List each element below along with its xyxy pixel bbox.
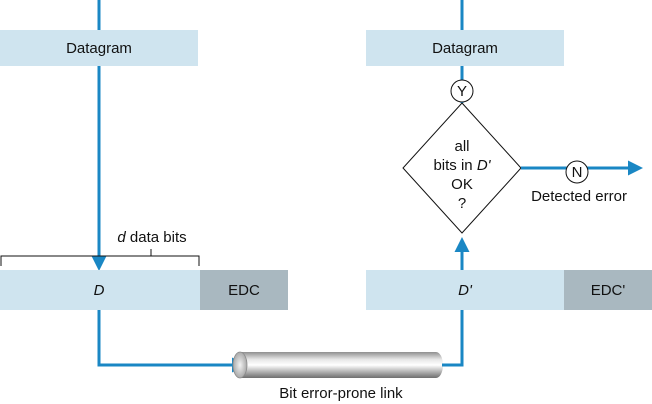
- receiver-edc-prime-label: EDC': [591, 282, 626, 299]
- receiver-datagram-label: Datagram: [432, 40, 498, 57]
- decision-line-2: bits in D': [433, 157, 491, 174]
- data-bits-label: d data bits: [117, 229, 186, 246]
- sender-d-box: D: [0, 270, 200, 310]
- receiver-d-prime-box: D': [366, 270, 564, 310]
- decision-line-4: ?: [458, 195, 466, 212]
- link-label: Bit error-prone link: [279, 385, 403, 402]
- data-bits-text: data bits: [126, 229, 187, 246]
- sender-datagram-box: Datagram: [0, 30, 198, 66]
- link-cylinder: [232, 351, 443, 379]
- sender-side: Datagram d data bits D EDC: [0, 0, 288, 373]
- receiver-d-prime-label: D': [458, 282, 473, 299]
- detected-error-label: Detected error: [531, 188, 627, 205]
- bit-error-prone-link: Bit error-prone link: [232, 351, 443, 402]
- decision-line-2-var: D': [477, 157, 492, 174]
- receiver-side: D' EDC' all bits in D' OK ? Y Datagram: [366, 0, 652, 367]
- sender-datagram-label: Datagram: [66, 40, 132, 57]
- sender-d-label: D: [94, 282, 105, 299]
- yes-indicator: Y: [450, 79, 474, 103]
- decision-line-2-prefix: bits in: [433, 157, 476, 174]
- decision-diamond: all bits in D' OK ?: [402, 102, 522, 234]
- data-bits-var: d: [117, 229, 126, 246]
- receiver-edc-prime-box: EDC': [564, 270, 652, 310]
- sender-to-link-line: [97, 310, 247, 373]
- sender-edc-box: EDC: [200, 270, 288, 310]
- yes-label: Y: [457, 83, 467, 100]
- sender-edc-label: EDC: [228, 282, 260, 299]
- decision-line-3: OK: [451, 176, 473, 193]
- link-to-receiver-line: [442, 310, 464, 367]
- decision-line-1: all: [454, 138, 469, 155]
- receiver-datagram-box: Datagram: [366, 30, 564, 66]
- no-indicator: N: [565, 160, 589, 184]
- no-label: N: [572, 164, 583, 181]
- data-bits-brace: [0, 249, 200, 266]
